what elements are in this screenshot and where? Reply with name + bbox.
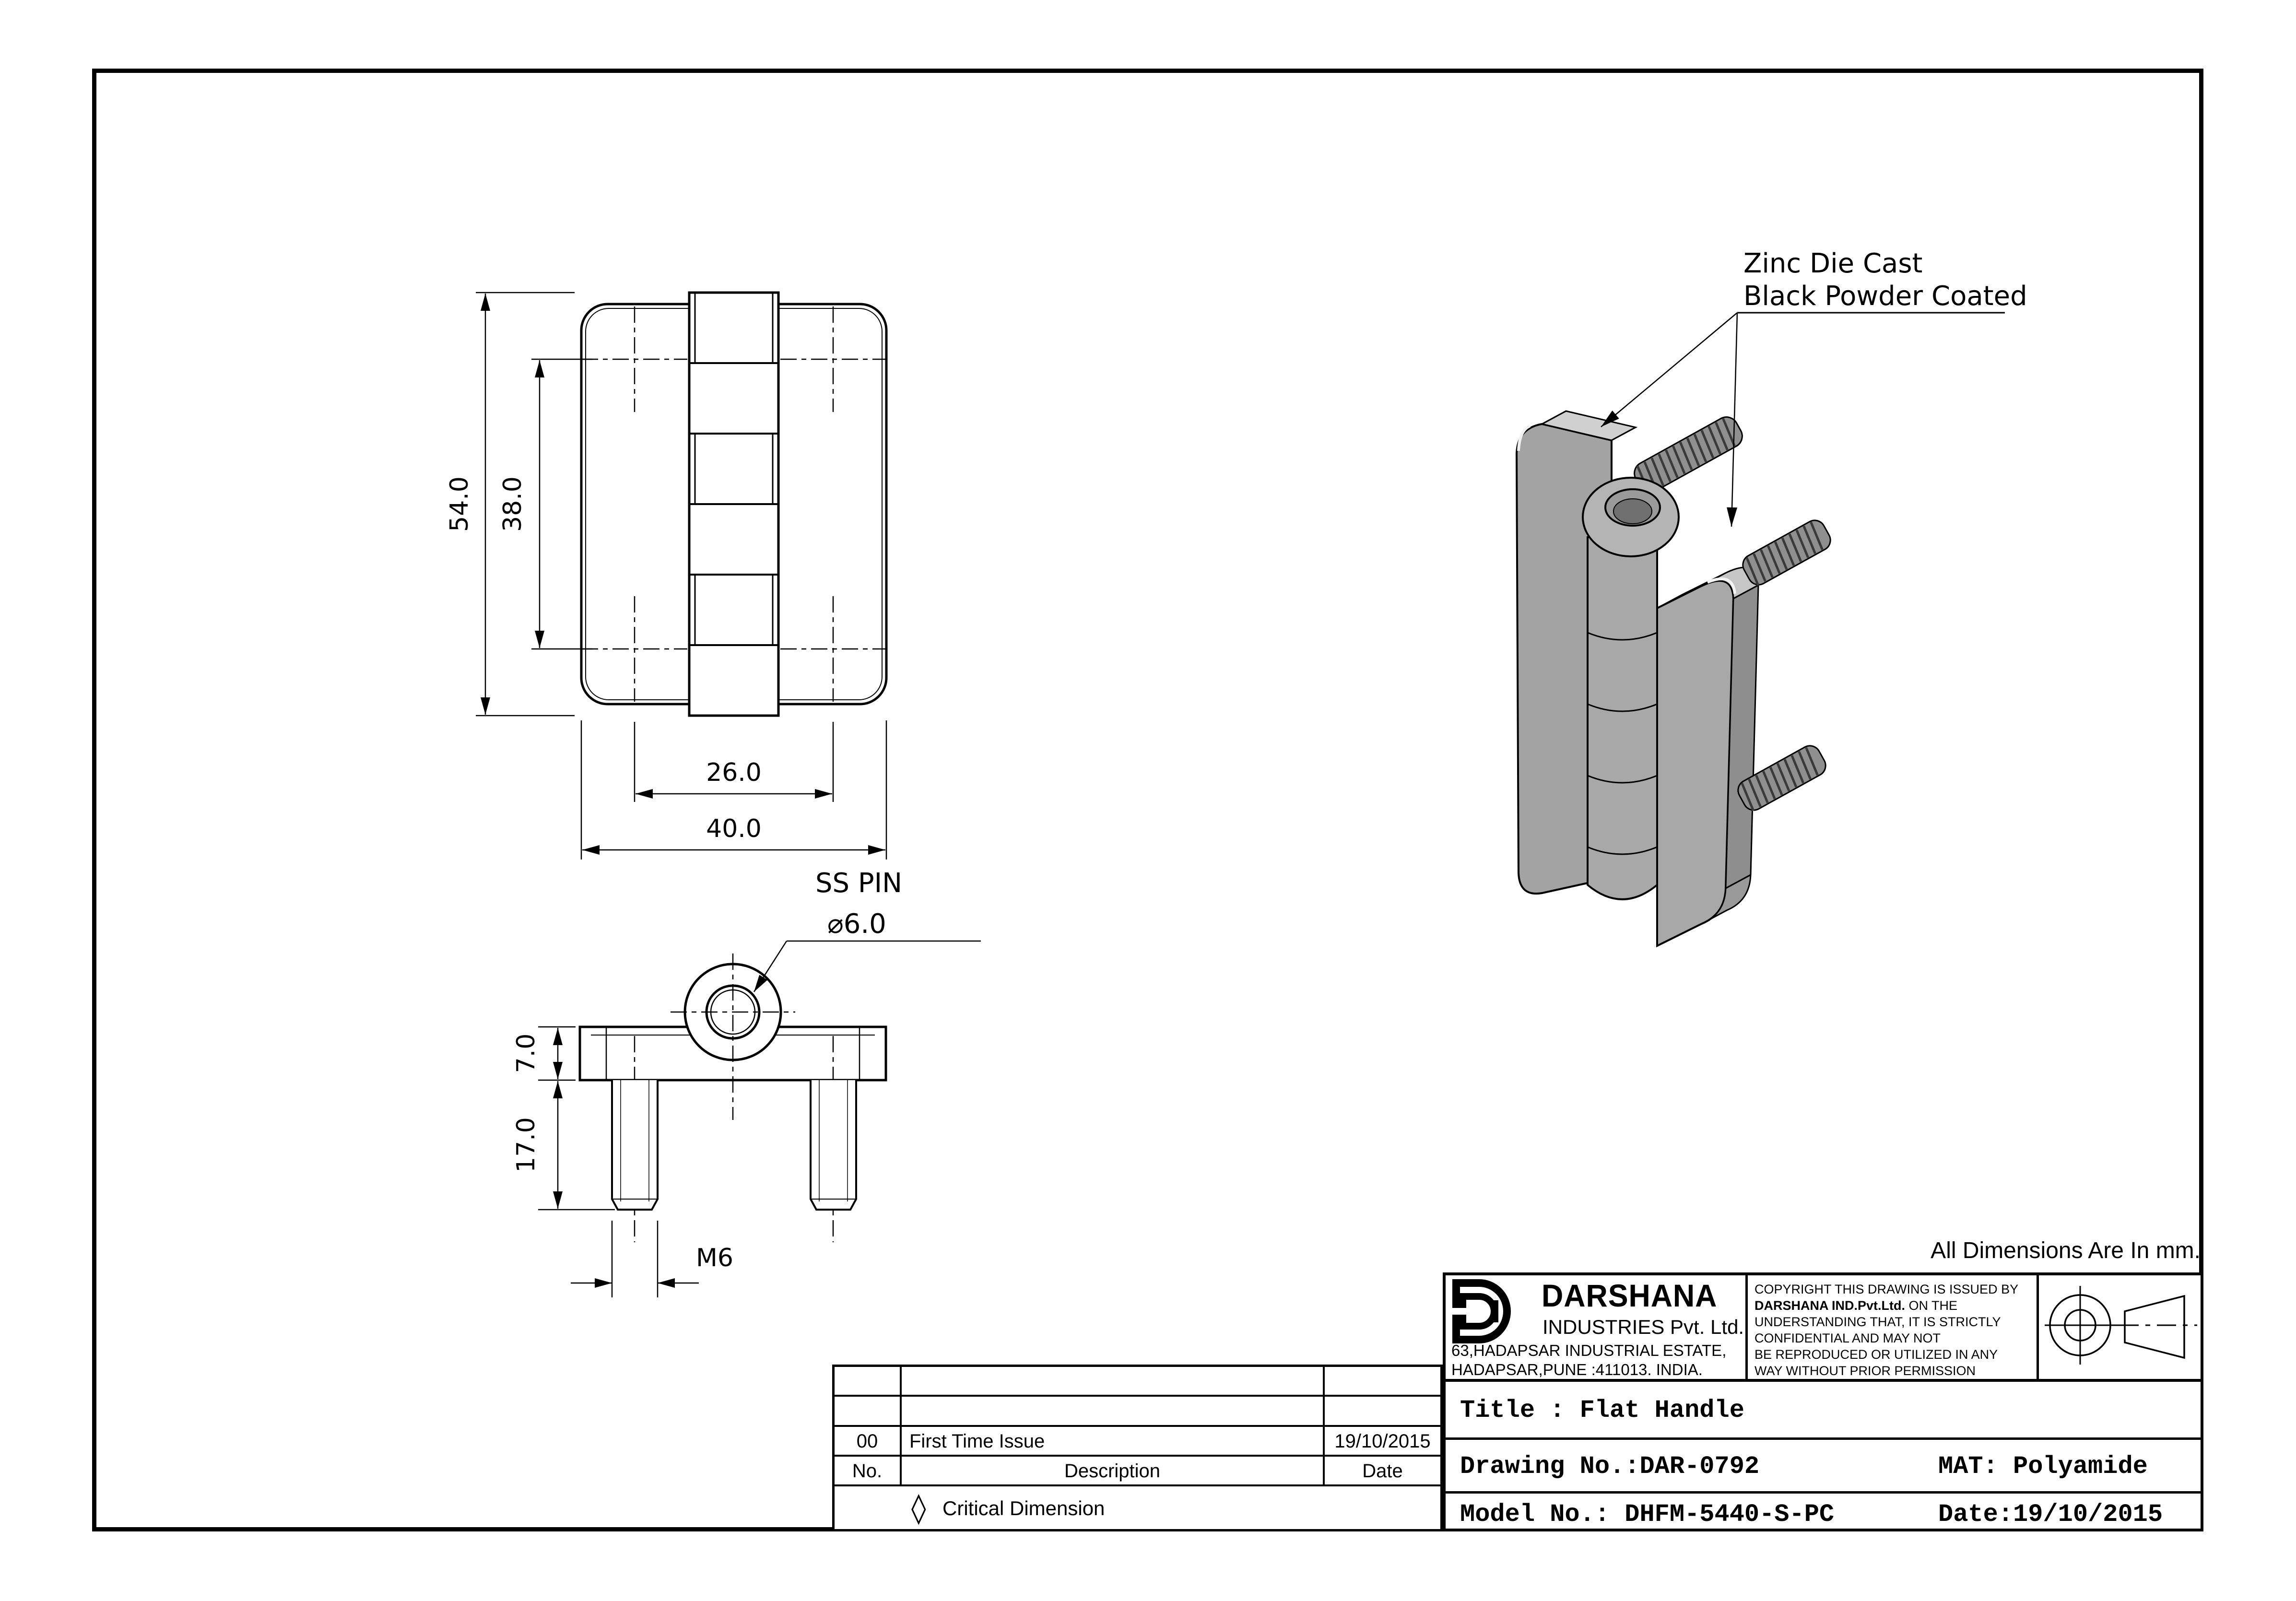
drawing-title: Title : Flat Handle: [1460, 1396, 1744, 1424]
rev-header-description-label: Description: [1064, 1460, 1161, 1482]
iso-stud-middle-icon: [1742, 519, 1831, 586]
iso-barrel: [1587, 536, 1658, 900]
rev-header-no: No.: [835, 1457, 902, 1486]
company-address-2: HADAPSAR,PUNE :411013. INDIA.: [1451, 1361, 1703, 1378]
rev-header-description: Description: [902, 1457, 1325, 1486]
iso-stud-bottom-icon: [1737, 745, 1826, 812]
copyright-line6: WAY WITHOUT PRIOR PERMISSION: [1754, 1364, 1976, 1378]
copyright-line3: UNDERSTANDING THAT, IT IS STRICTLY: [1754, 1315, 2001, 1329]
rev-header-date-label: Date: [1362, 1460, 1403, 1482]
company-cell: DARSHANA INDUSTRIES Pvt. Ltd. 63,HADAPSA…: [1446, 1275, 1748, 1382]
dim-thread-m6: [571, 1221, 699, 1297]
rev-empty-cell: [835, 1367, 902, 1397]
iso-knuckle-lines: [1587, 632, 1658, 855]
critical-dimension-icon: ◊: [911, 1490, 926, 1525]
stud-left: [611, 1080, 659, 1211]
iso-material-callout: Zinc Die Cast Black Powder Coated: [1601, 248, 2027, 527]
units-note: All Dimensions Are In mm.: [1931, 1238, 2201, 1263]
iso-right-leaf-bottom-bevel: [1701, 873, 1752, 925]
rev-no-value: 00: [856, 1431, 878, 1452]
company-name: DARSHANA: [1542, 1278, 1718, 1313]
iso-callout-line1: Zinc Die Cast: [1743, 248, 1923, 279]
model-no-row: Model No.: DHFM-5440-S-PC Date:19/10/201…: [1446, 1494, 2201, 1529]
iso-callout-line2: Black Powder Coated: [1743, 281, 2027, 312]
rev-empty-cell: [902, 1397, 1325, 1427]
critical-dimension-note: ◊ Critical Dimension: [835, 1486, 1440, 1531]
front-view: 54.0 38.0 26.0: [445, 291, 888, 859]
iso-pin-hole-inner: [1613, 498, 1652, 524]
projection-symbol-cell: [2039, 1275, 2201, 1382]
rev-description-value: First Time Issue: [909, 1431, 1045, 1452]
front-knuckle-steps: [694, 293, 774, 645]
iso-left-leaf-top-bevel: [1540, 410, 1638, 441]
stud-right: [810, 1080, 857, 1211]
iso-view: Zinc Die Cast Black Powder Coated: [1515, 248, 2027, 948]
rev-row-no: 00: [835, 1427, 902, 1457]
revision-table: 00 First Time Issue 19/10/2015 No. Descr…: [832, 1365, 1443, 1531]
copyright-line4: CONFIDENTIAL AND MAY NOT: [1754, 1331, 1941, 1345]
iso-stud-top-icon: [1634, 416, 1743, 494]
copyright-cell: COPYRIGHT THIS DRAWING IS ISSUED BY DARS…: [1748, 1275, 2039, 1382]
title-block: DARSHANA INDUSTRIES Pvt. Ltd. 63,HADAPSA…: [1443, 1272, 2203, 1531]
iso-right-leaf: [1656, 580, 1735, 948]
dim-hole-span-v-label: 38.0: [498, 476, 527, 532]
model-number: Model No.: DHFM-5440-S-PC: [1460, 1500, 1835, 1529]
copyright-line5: BE REPRODUCED OR UTILIZED IN ANY: [1754, 1347, 1998, 1362]
company-subtitle: INDUSTRIES Pvt. Ltd.: [1542, 1316, 1744, 1338]
dim-hole-span-v-38: [531, 358, 592, 650]
copyright-line2: DARSHANA IND.Pvt.Ltd. ON THE: [1754, 1297, 2037, 1314]
copyright-company: DARSHANA IND.Pvt.Ltd.: [1754, 1298, 1905, 1313]
third-angle-projection-icon: [2045, 1286, 2197, 1365]
title-row: Title : Flat Handle: [1446, 1382, 2201, 1440]
date: Date:19/10/2015: [1938, 1500, 2163, 1529]
rev-header-date: Date: [1325, 1457, 1440, 1486]
rev-empty-cell: [835, 1397, 902, 1427]
dim-height-label: 54.0: [445, 476, 474, 532]
rev-date-value: 19/10/2015: [1334, 1431, 1431, 1452]
pin-callout-line2: ⌀6.0: [827, 908, 886, 940]
dim-stud-length-label: 17.0: [512, 1117, 541, 1173]
dim-width-40: [580, 720, 887, 859]
drawing-number: Drawing No.:DAR-0792: [1460, 1452, 1760, 1481]
copyright-line2-rest: ON THE: [1905, 1298, 1958, 1313]
bottom-view: 7.0 17.0 M6 SS PIN ⌀6.0: [512, 868, 981, 1297]
dim-hole-span-h-26: [634, 722, 834, 802]
copyright-line1: COPYRIGHT THIS DRAWING IS ISSUED BY: [1754, 1282, 2019, 1296]
dim-thickness-7: [538, 1026, 576, 1081]
rev-empty-cell: [1325, 1367, 1440, 1397]
company-address-1: 63,HADAPSAR INDUSTRIAL ESTATE,: [1451, 1342, 1727, 1359]
dim-thread-label: M6: [696, 1244, 733, 1272]
dim-width-label: 40.0: [706, 814, 762, 843]
front-hole-centerlines: [582, 306, 886, 702]
material: MAT: Polyamide: [1938, 1452, 2148, 1481]
pin-callout-line1: SS PIN: [815, 868, 902, 899]
rev-row-date: 19/10/2015: [1325, 1427, 1440, 1457]
front-knuckle-divisions: [689, 362, 778, 646]
rev-row-description: First Time Issue: [902, 1427, 1325, 1457]
drawing-no-row: Drawing No.:DAR-0792 MAT: Polyamide: [1446, 1440, 2201, 1494]
rev-header-no-label: No.: [852, 1460, 883, 1482]
dim-thickness-label: 7.0: [512, 1034, 541, 1073]
rev-empty-cell: [1325, 1397, 1440, 1427]
pin-callout: SS PIN ⌀6.0: [753, 868, 981, 992]
dim-stud-length-17: [538, 1081, 615, 1211]
dim-hole-span-h-label: 26.0: [706, 758, 762, 787]
rev-empty-cell: [902, 1367, 1325, 1397]
critical-dimension-label: Critical Dimension: [942, 1497, 1105, 1519]
darshana-logo-icon: [1451, 1279, 1511, 1343]
dim-height-54: [476, 292, 575, 717]
